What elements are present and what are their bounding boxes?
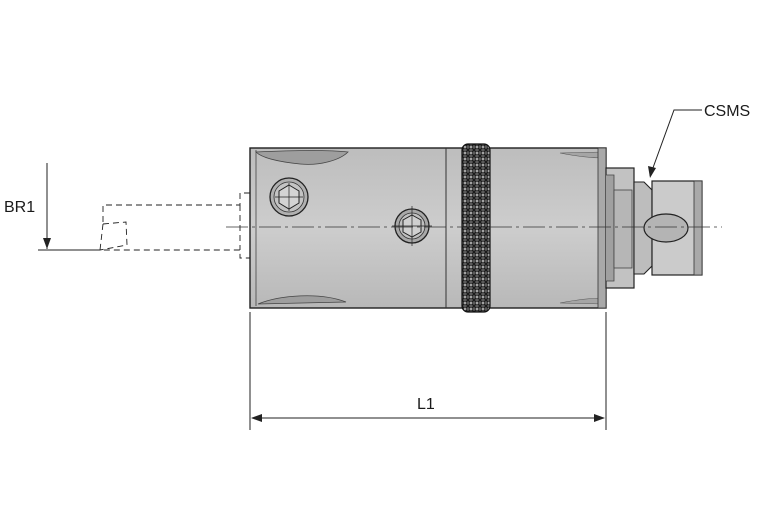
boring-bar-outline <box>99 192 250 259</box>
csms-shank <box>605 167 703 289</box>
l1-label: L1 <box>417 396 435 413</box>
hex-screw-left-icon <box>269 177 309 217</box>
l1-dimension <box>249 312 607 430</box>
knurled-ring <box>461 143 491 313</box>
csms-leader <box>648 109 702 178</box>
br1-label: BR1 <box>4 199 35 216</box>
hex-screw-center-icon <box>392 206 432 246</box>
csms-label: CSMS <box>704 103 750 120</box>
br1-dimension <box>38 163 100 251</box>
tool-body <box>249 147 607 309</box>
